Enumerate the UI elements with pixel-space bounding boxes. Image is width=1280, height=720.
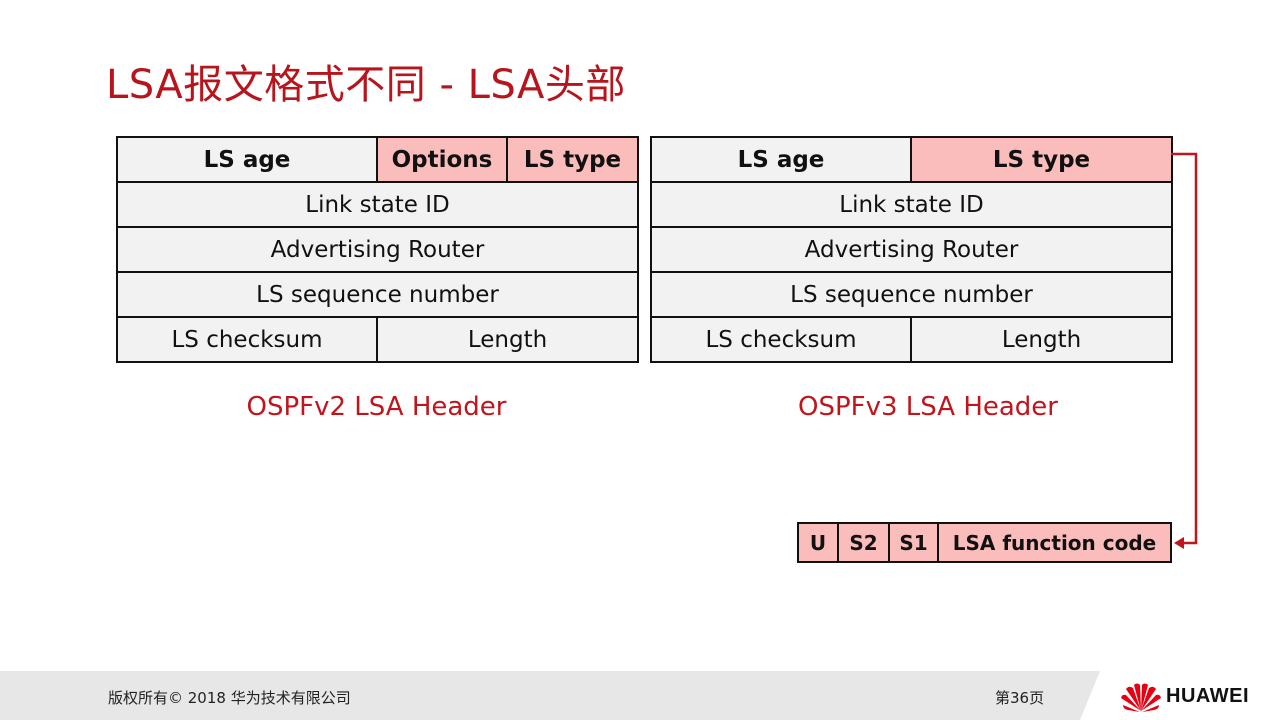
ospfv2-link-state-id-cell: Link state ID — [116, 181, 639, 228]
ospfv3-ls-age-cell: LS age — [650, 136, 912, 183]
ospfv2-length-cell: Length — [376, 316, 639, 363]
ospfv3-lsa-header-table: LS age LS type Link state ID Advertising… — [650, 136, 1173, 363]
ospfv3-advertising-router-cell: Advertising Router — [650, 226, 1173, 273]
ospfv2-lsa-header-table: LS age Options LS type Link state ID Adv… — [116, 136, 639, 363]
slide-title: LSA报文格式不同 - LSA头部 — [106, 62, 626, 108]
ospfv2-ls-checksum-cell: LS checksum — [116, 316, 378, 363]
ospfv3-length-cell: Length — [910, 316, 1173, 363]
ospfv2-options-cell: Options — [376, 136, 508, 183]
footer-bar: 版权所有© 2018 华为技术有限公司 第36页 HUAWEI — [0, 671, 1280, 720]
ospfv3-link-state-id-cell: Link state ID — [650, 181, 1173, 228]
ospfv3-ls-type-cell: LS type — [910, 136, 1173, 183]
s1-bit-cell: S1 — [888, 522, 939, 563]
ospfv3-ls-checksum-cell: LS checksum — [650, 316, 912, 363]
ls-type-fields-table: U S2 S1 LSA function code — [797, 522, 1172, 563]
ospfv3-ls-sequence-number-cell: LS sequence number — [650, 271, 1173, 318]
huawei-brand-text: HUAWEI — [1166, 685, 1249, 707]
ospfv2-ls-sequence-number-cell: LS sequence number — [116, 271, 639, 318]
ospfv2-ls-age-cell: LS age — [116, 136, 378, 183]
ospfv2-caption: OSPFv2 LSA Header — [246, 392, 507, 422]
ospfv2-advertising-router-cell: Advertising Router — [116, 226, 639, 273]
footer-logo-panel — [1080, 671, 1280, 720]
u-bit-cell: U — [797, 522, 839, 563]
copyright-text: 版权所有© 2018 华为技术有限公司 — [108, 689, 351, 707]
page-number: 第36页 — [995, 689, 1045, 707]
ospfv3-caption: OSPFv3 LSA Header — [798, 392, 1058, 422]
huawei-logo-icon — [1121, 683, 1161, 712]
lsa-function-code-cell: LSA function code — [937, 522, 1172, 563]
ospfv2-ls-type-cell: LS type — [506, 136, 639, 183]
s2-bit-cell: S2 — [837, 522, 890, 563]
